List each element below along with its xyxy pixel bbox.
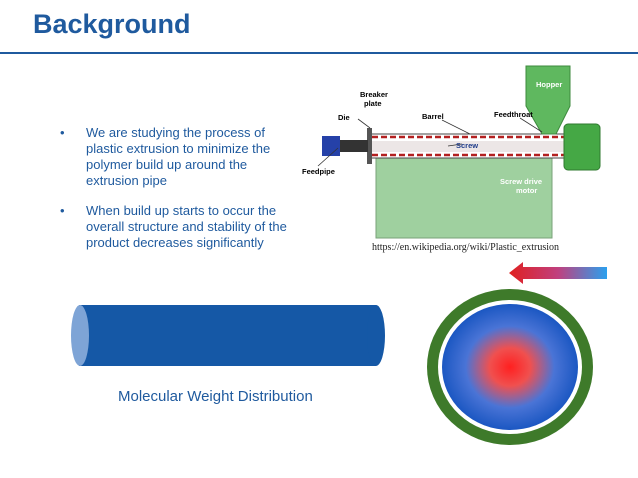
breaker-plate-label: Breaker (360, 90, 388, 99)
flow-direction-arrow (509, 262, 607, 284)
drive-motor-label-2: motor (516, 186, 537, 195)
heat-core (442, 304, 578, 430)
screw-leader (447, 143, 463, 147)
drive-motor (563, 123, 601, 171)
breaker-plate (367, 128, 372, 164)
feedthroat-label: Feedthroat (494, 110, 533, 119)
bullet-text: When build up starts to occur the overal… (86, 203, 287, 250)
cylinder-body (79, 305, 376, 366)
screw-label: Screw (456, 141, 478, 150)
cylinder-end-left (71, 305, 89, 366)
title-divider (0, 52, 638, 54)
feedpipe-label: Feedpipe (302, 167, 335, 176)
screw-body (372, 141, 568, 152)
extruder-base (375, 153, 553, 239)
bullet-marker: • (60, 125, 65, 140)
die-label: Die (338, 113, 350, 122)
barrel-label: Barrel (422, 112, 444, 121)
hopper-shape (525, 65, 571, 135)
drive-motor-label: Screw drive (500, 177, 542, 186)
bullet-item: • We are studying the process of plastic… (60, 125, 300, 189)
bullet-list: • We are studying the process of plastic… (60, 125, 300, 265)
slide-title: Background (33, 9, 191, 39)
die-leader (357, 118, 371, 129)
source-url: https://en.wikipedia.org/wiki/Plastic_ex… (372, 242, 560, 253)
barrel-leader (441, 119, 471, 135)
die-section (338, 140, 368, 152)
pipe-cylinder (71, 305, 385, 366)
molecular-weight-caption: Molecular Weight Distribution (118, 388, 313, 405)
bullet-item: • When build up starts to occur the over… (60, 203, 300, 251)
pipe-cross-section (427, 289, 593, 445)
feedthroat-leader (519, 117, 543, 133)
arrow-shape (509, 262, 607, 284)
die-nozzle (322, 136, 340, 156)
hopper-label: Hopper (536, 80, 562, 89)
cylinder-end-right (367, 305, 385, 366)
bullet-text: We are studying the process of plastic e… (86, 125, 271, 188)
feedpipe-leader (317, 147, 339, 167)
breaker-plate-label-2: plate (364, 99, 382, 108)
bullet-marker: • (60, 203, 65, 218)
extruder-diagram: Hopper Breaker plate Die Barrel Feedthro… (302, 65, 601, 239)
